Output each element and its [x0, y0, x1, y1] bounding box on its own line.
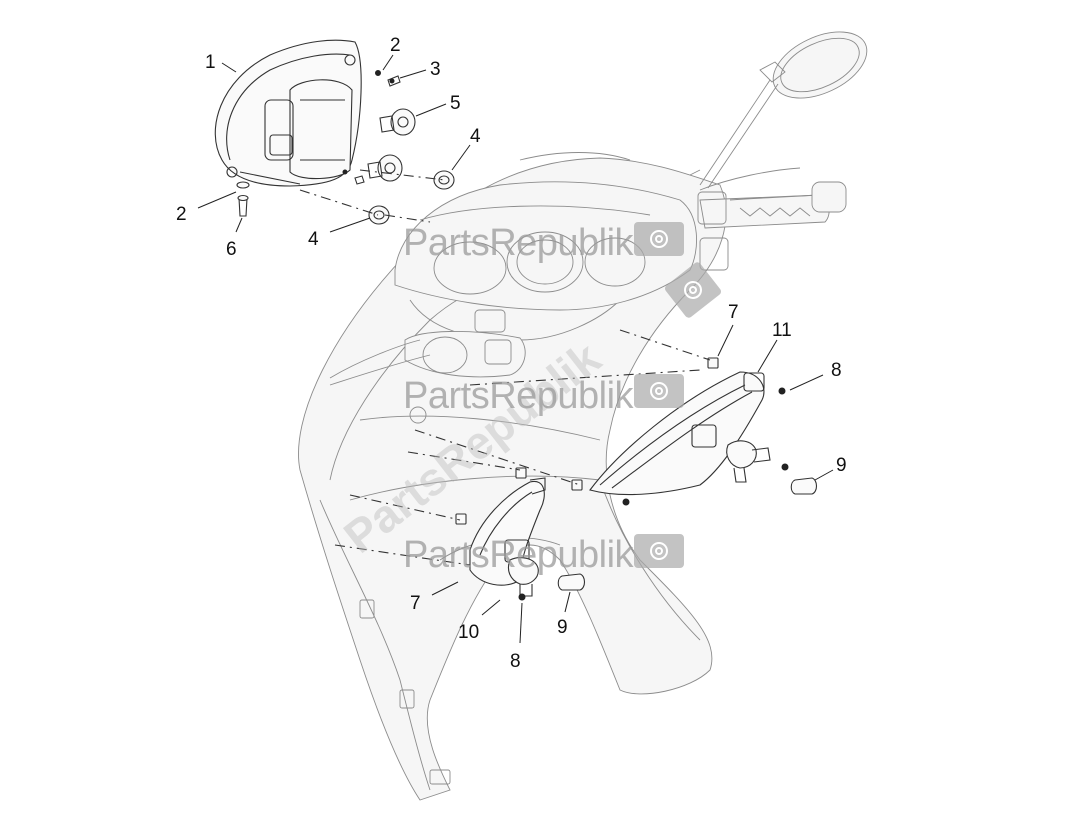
right-handlebar-outline	[689, 167, 847, 271]
gear-icon	[650, 542, 668, 560]
gear-icon	[650, 230, 668, 248]
instrument-cluster-outline	[394, 152, 698, 311]
callout-2-upper: 2	[390, 35, 401, 56]
watermark-row-bottom: PartsRepublik	[403, 534, 684, 576]
headlight-assembly-lines	[299, 169, 446, 223]
watermark-row-top: PartsRepublik	[403, 222, 684, 264]
headlight-hardware	[236, 70, 455, 225]
callout-5: 5	[450, 93, 461, 114]
callout-7-left: 7	[410, 593, 421, 614]
gear-icon	[650, 382, 668, 400]
callout-labels: 1 2 3 5 4 2 6 4 7 11 8 9 7 10 8 9	[176, 35, 847, 672]
watermark-text-middle: PartsRepublik	[403, 375, 635, 417]
callout-8-right: 8	[831, 360, 842, 381]
callout-4-upper: 4	[470, 126, 481, 147]
callout-11: 11	[772, 320, 792, 341]
callout-10: 10	[458, 622, 479, 643]
right-mirror-outline	[699, 31, 868, 189]
right-turn-signal	[589, 357, 818, 506]
callout-8-left: 8	[510, 651, 521, 672]
callout-6: 6	[226, 239, 237, 260]
callout-3: 3	[430, 59, 441, 80]
watermark-text-bottom: PartsRepublik	[403, 534, 635, 576]
callout-9-left: 9	[557, 617, 568, 638]
callout-1: 1	[205, 52, 216, 73]
leader-lines	[197, 54, 834, 644]
callout-2-lower: 2	[176, 204, 187, 225]
watermark-text-top: PartsRepublik	[403, 222, 635, 264]
gear-icon	[684, 281, 702, 299]
left-handlebar-outline	[329, 309, 526, 424]
front-shield-outline	[298, 157, 727, 801]
callout-9-right: 9	[836, 455, 847, 476]
watermark-diagonal-badge	[664, 262, 722, 318]
turn-signal-assembly-lines	[334, 329, 711, 566]
left-turn-signal	[455, 467, 586, 601]
watermark-row-middle: PartsRepublik	[403, 374, 684, 417]
callout-4-lower: 4	[308, 229, 319, 250]
headlight-assembly	[214, 39, 362, 187]
callout-7-right: 7	[728, 302, 739, 323]
